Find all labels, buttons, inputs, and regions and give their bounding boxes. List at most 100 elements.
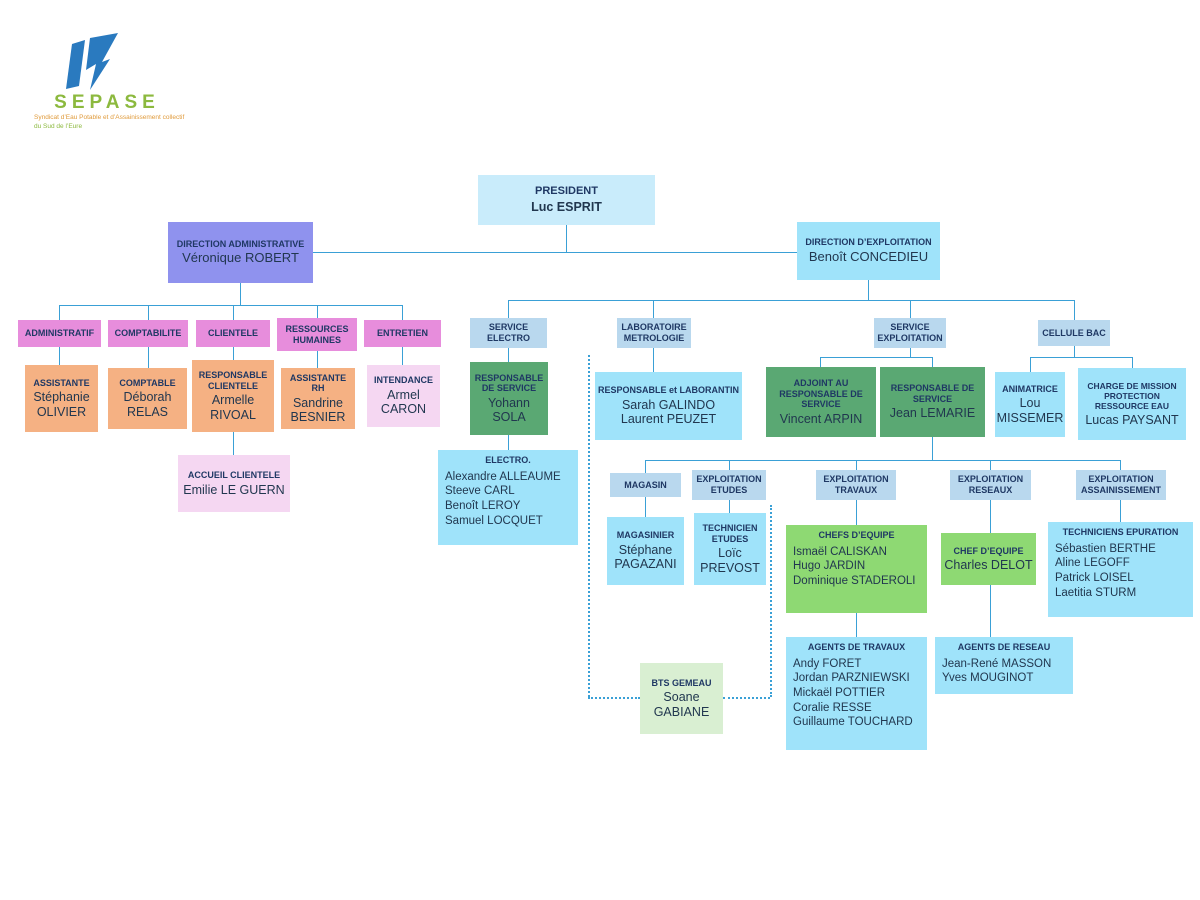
node-bts-gemeau: BTS GEMEAU Soane GABIANE <box>640 663 723 734</box>
node-laborantins: RESPONSABLE et LABORANTIN Sarah GALINDO … <box>595 372 742 440</box>
node-assistante: ASSISTANTE Stéphanie OLIVIER <box>25 365 98 432</box>
connector <box>1074 346 1075 357</box>
node-chef-equipe-reseaux: CHEF D’EQUIPE Charles DELOT <box>941 533 1036 585</box>
node-assistante-rh: ASSISTANTE RH Sandrine BESNIER <box>281 368 355 429</box>
connector <box>1132 357 1133 368</box>
connector <box>402 305 403 320</box>
node-title: LABORATOIRE METROLOGIE <box>621 322 687 343</box>
person-name: Steeve CARL <box>445 485 515 498</box>
node-comptabilite: COMPTABILITE <box>108 320 188 347</box>
connector <box>932 357 933 367</box>
person-name: Aline LEGOFF <box>1055 557 1130 570</box>
node-ressources-humaines: RESSOURCES HUMAINES <box>277 318 357 351</box>
node-title: RESSOURCES HUMAINES <box>285 323 349 345</box>
node-animatrice: ANIMATRICE Lou MISSEMER <box>995 372 1065 437</box>
node-responsable-clientele: RESPONSABLE CLIENTELE Armelle RIVOAL <box>192 360 274 432</box>
person-name: Alexandre ALLEAUME <box>445 470 561 483</box>
connector-dotted <box>588 697 640 699</box>
connector <box>645 460 1120 461</box>
node-title: CELLULE BAC <box>1042 327 1106 338</box>
connector <box>1120 500 1121 522</box>
node-adjoint-responsable: ADJOINT AU RESPONSABLE DE SERVICE Vincen… <box>766 367 876 437</box>
connector <box>729 500 730 513</box>
node-title: MAGASIN <box>624 479 667 490</box>
person-name: Guillaume TOUCHARD <box>793 716 913 729</box>
connector <box>148 347 149 368</box>
brand-text: SEPASE <box>54 92 160 113</box>
node-cellule-bac: CELLULE BAC <box>1038 320 1110 346</box>
node-title: ANIMATRICE <box>1002 383 1058 394</box>
connector <box>990 585 991 637</box>
node-title: ADMINISTRATIF <box>24 328 95 339</box>
node-title: PRESIDENT <box>535 185 598 198</box>
node-chefs-equipe: CHEFS D’EQUIPE Ismaël CALISKAN Hugo JARD… <box>786 525 927 613</box>
node-title: EXPLOITATION TRAVAUX <box>823 474 889 495</box>
person-name: Jordan PARZNIEWSKI <box>793 672 910 685</box>
node-techniciens-epuration: TECHNICIENS EPURATION Sébastien BERTHE A… <box>1048 522 1193 617</box>
person-name: Benoît LEROY <box>445 500 521 513</box>
node-title: ENTRETIEN <box>376 328 428 339</box>
node-responsable-service-electro: RESPONSABLE DE SERVICE Yohann SOLA <box>470 362 548 435</box>
person-name: Stéphanie OLIVIER <box>33 390 90 419</box>
connector <box>856 500 857 525</box>
connector <box>508 348 509 362</box>
connector <box>856 613 857 637</box>
connector <box>868 280 869 300</box>
person-name: Jean-René MASSON <box>942 657 1052 670</box>
node-magasinier: MAGASINIER Stéphane PAGAZANI <box>607 517 684 585</box>
person-name: Jean LEMARIE <box>889 406 976 421</box>
node-title: SERVICE ELECTRO <box>486 322 530 343</box>
person-name: Soane GABIANE <box>653 690 710 719</box>
node-title: TECHNICIEN ETUDES <box>702 523 758 544</box>
node-responsable-service-exploitation: RESPONSABLE DE SERVICE Jean LEMARIE <box>880 367 985 437</box>
node-agents-travaux: AGENTS DE TRAVAUX Andy FORET Jordan PARZ… <box>786 637 927 750</box>
person-name: Charles DELOT <box>944 558 1033 573</box>
person-name: Luc ESPRIT <box>531 200 602 215</box>
connector-dotted <box>588 355 590 697</box>
connector <box>820 357 932 358</box>
person-name: Loïc PREVOST <box>700 546 760 575</box>
node-title: RESPONSABLE CLIENTELE <box>198 370 268 391</box>
node-title: RESPONSABLE et LABORANTIN <box>598 385 740 396</box>
connector <box>1120 460 1121 470</box>
person-name: Samuel LOCQUET <box>445 514 543 527</box>
person-name: Sébastien BERTHE <box>1055 542 1156 555</box>
node-title: MAGASINIER <box>616 530 675 541</box>
node-title: CLIENTELE <box>207 328 258 339</box>
person-name: Benoît CONCEDIEU <box>808 248 929 264</box>
person-name: Yves MOUGINOT <box>942 672 1034 685</box>
connector <box>402 347 403 365</box>
connector <box>1030 357 1132 358</box>
connector <box>59 305 60 320</box>
node-direction-exploitation: DIRECTION D’EXPLOITATION Benoît CONCEDIE… <box>797 222 940 280</box>
sepase-logo: SEPASE Syndicat d’Eau Potable et d’Assai… <box>30 26 200 131</box>
node-exploitation-assainissement: EXPLOITATION ASSAINISSEMENT <box>1076 470 1166 500</box>
connector <box>59 347 60 365</box>
connector <box>1074 300 1075 320</box>
connector <box>932 437 933 460</box>
connector <box>990 500 991 533</box>
person-name: Sarah GALINDO <box>621 397 716 412</box>
person-name: Stéphane PAGAZANI <box>614 542 677 572</box>
node-laboratoire-metrologie: LABORATOIRE METROLOGIE <box>617 318 691 348</box>
person-name: Emilie LE GUERN <box>183 482 285 497</box>
connector <box>508 435 509 450</box>
connector <box>990 460 991 470</box>
connector <box>1030 357 1031 372</box>
node-agents-reseau: AGENTS DE RESEAU Jean-René MASSON Yves M… <box>935 637 1073 694</box>
node-charge-mission: CHARGE DE MISSION PROTECTION RESSOURCE E… <box>1078 368 1186 440</box>
connector <box>910 348 911 357</box>
brand-subtitle-1: Syndicat d’Eau Potable et d’Assainisseme… <box>34 114 185 121</box>
node-comptable: COMPTABLE Déborah RELAS <box>108 368 187 429</box>
node-title: RESPONSABLE DE SERVICE <box>890 383 975 404</box>
connector-dotted <box>723 697 770 699</box>
node-title: EXPLOITATION ETUDES <box>696 474 762 495</box>
node-title: CHEFS D’EQUIPE <box>818 530 895 540</box>
person-name: Ismaël CALISKAN <box>793 545 887 558</box>
node-title: TECHNICIENS EPURATION <box>1062 527 1179 537</box>
node-direction-administrative: DIRECTION ADMINISTRATIVE Véronique ROBER… <box>168 222 313 283</box>
node-entretien: ENTRETIEN <box>364 320 441 347</box>
person-name: Yohann SOLA <box>488 395 530 425</box>
node-exploitation-travaux: EXPLOITATION TRAVAUX <box>816 470 896 500</box>
connector <box>317 351 318 368</box>
